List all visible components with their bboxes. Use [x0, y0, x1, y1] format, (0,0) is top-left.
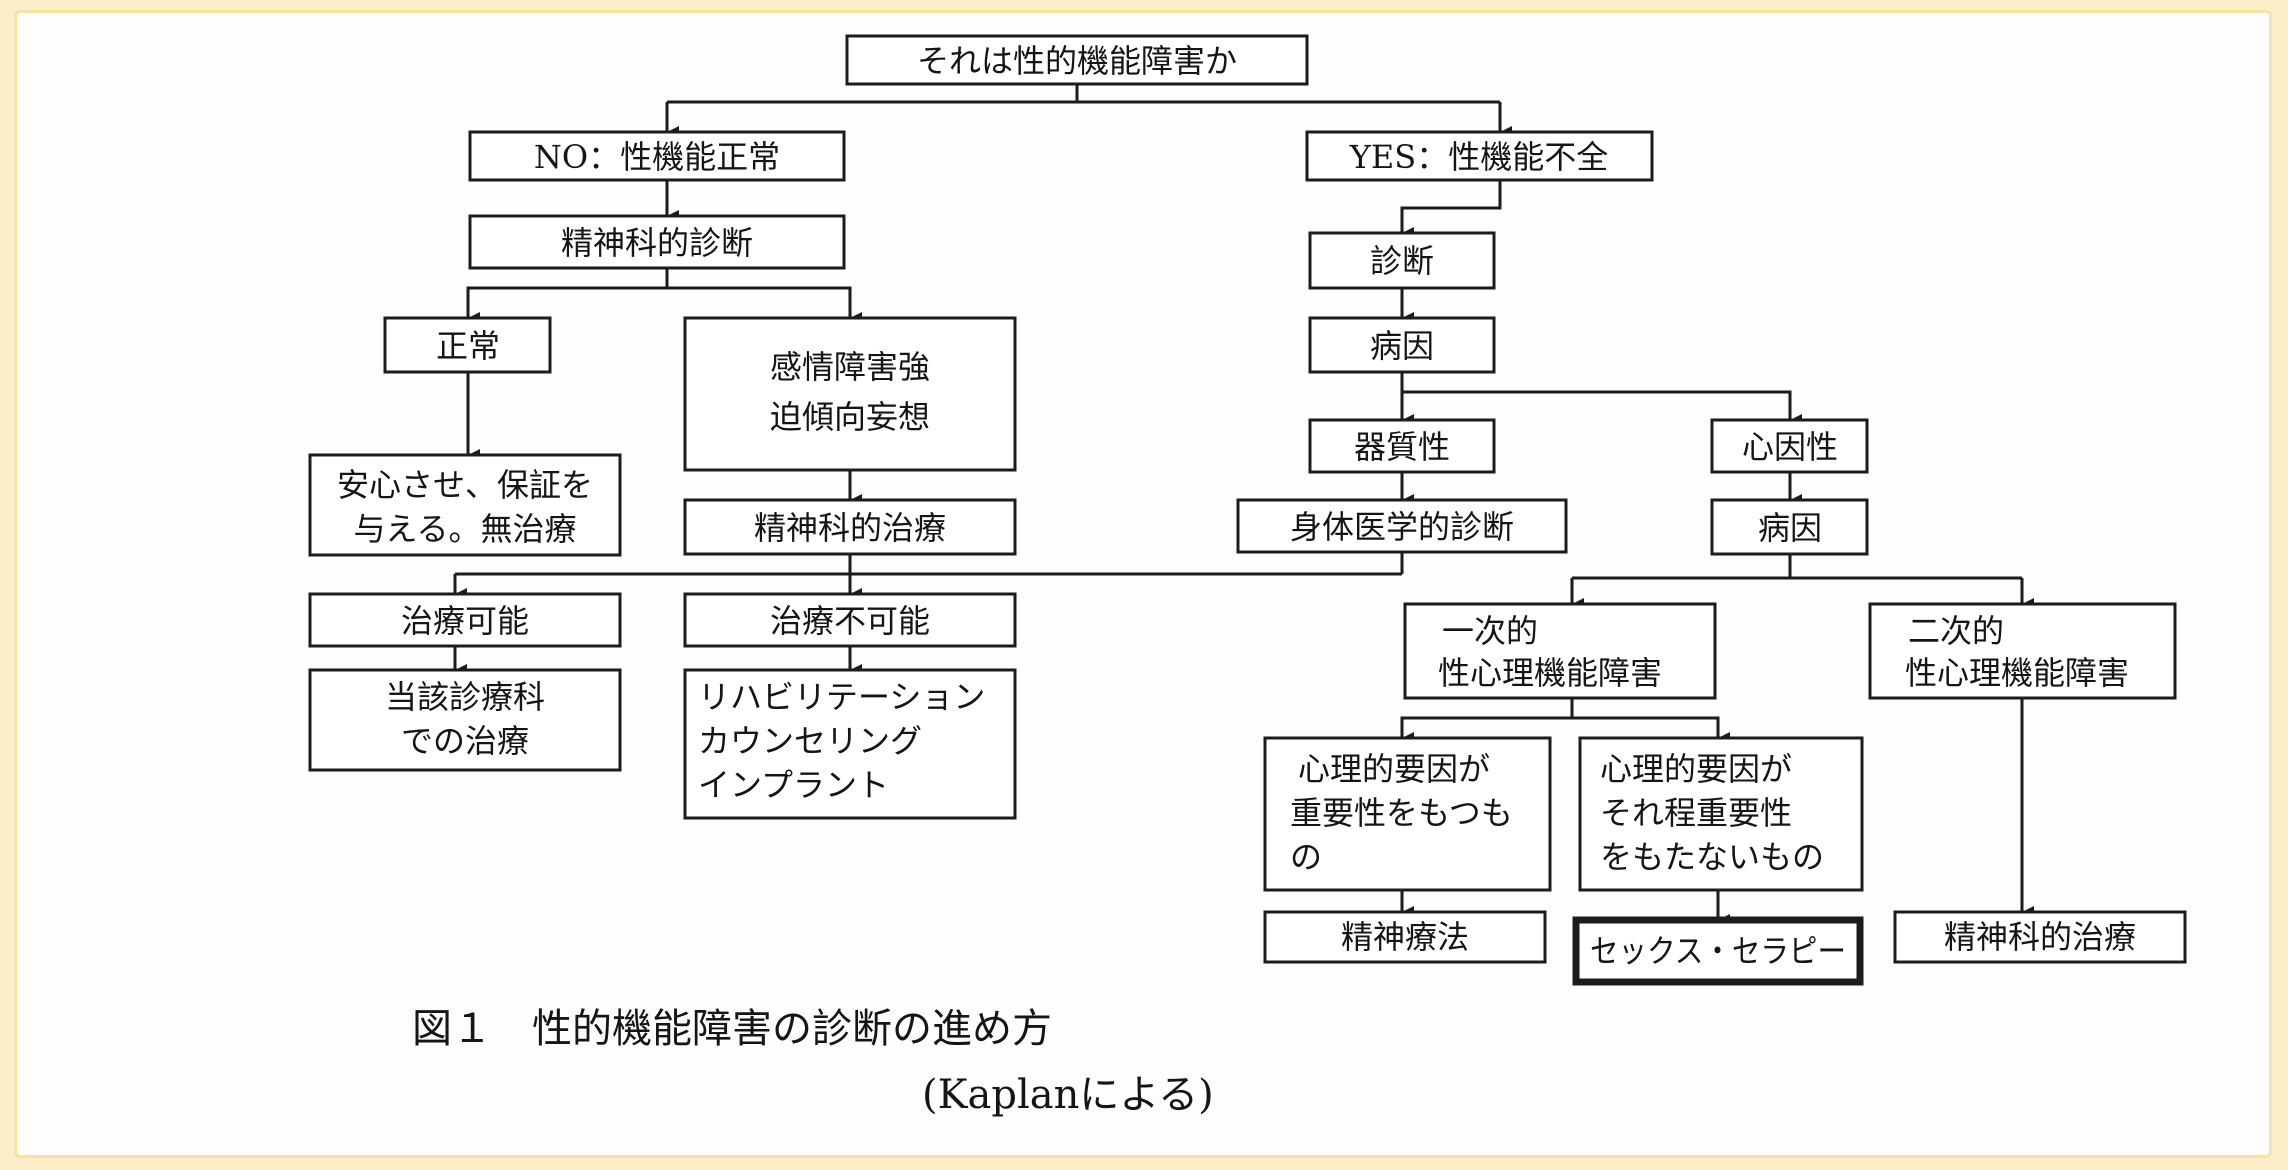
label-sex-therapy: セックス・セラピー	[1590, 932, 1846, 970]
node-important	[1263, 736, 1552, 892]
node-dept-tx	[308, 668, 622, 772]
label-no: NO：性機能正常	[534, 138, 780, 176]
edge-primary-important	[1400, 698, 1574, 744]
labels: それは性的機能障害か NO：性機能正常 YES：性機能不全 精神科的診断 正常 …	[337, 42, 2136, 970]
node-psych-tx1	[683, 498, 1017, 556]
label-not-important-2: それ程重要性	[1600, 794, 1792, 832]
node-organic	[1308, 418, 1496, 474]
label-yes: YES：性機能不全	[1349, 138, 1608, 176]
label-psych-dx: 精神科的診断	[561, 224, 753, 262]
label-treatable: 治療可能	[401, 602, 529, 640]
label-primary-1: 一次的	[1442, 612, 1538, 650]
node-yes	[1305, 130, 1654, 182]
label-important-3: の	[1290, 838, 1322, 876]
node-rehab	[683, 668, 1017, 820]
node-sex-therapy	[1572, 916, 1864, 986]
node-no	[468, 130, 846, 182]
label-organic: 器質性	[1354, 428, 1450, 466]
node-untreatable	[683, 592, 1017, 648]
label-body-dx: 身体医学的診断	[1290, 508, 1514, 546]
label-secondary-1: 二次的	[1908, 612, 2004, 650]
label-affective-2: 迫傾向妄想	[770, 398, 930, 436]
label-dept-tx-1: 当該診療科	[385, 678, 545, 716]
node-reassure	[308, 453, 622, 557]
label-psych-tx1: 精神科的治療	[754, 509, 946, 547]
figure-caption: 図１ 性的機能障害の診断の進め方	[412, 1006, 1052, 1052]
label-rehab-3: インプラント	[698, 766, 889, 804]
label-psychogenic: 心因性	[1742, 428, 1838, 466]
label-cause2: 病因	[1758, 509, 1822, 547]
node-treatable	[308, 592, 622, 648]
node-cause2	[1710, 498, 1869, 556]
label-reassure-2: 与える。無治療	[353, 510, 576, 548]
label-reassure-1: 安心させ、保証を	[337, 466, 593, 504]
label-rehab-1: リハビリテーション	[698, 678, 985, 716]
label-untreatable: 治療不可能	[770, 602, 930, 640]
node-normal	[383, 316, 552, 374]
label-rehab-2: カウンセリング	[698, 722, 922, 760]
node-cause1	[1308, 316, 1496, 374]
edge-cause-psychogenic	[1400, 372, 1802, 426]
label-not-important-1: 心理的要因が	[1600, 750, 1792, 788]
label-affective-1: 感情障害強	[770, 348, 930, 386]
edge-psychdx-affective	[667, 286, 862, 324]
edge-yes-dx	[1400, 180, 1502, 239]
label-dept-tx-2: での治療	[401, 722, 529, 760]
node-psych-dx	[468, 214, 846, 270]
node-psychogenic	[1710, 418, 1869, 474]
figure-source: (Kaplanによる)	[922, 1072, 1214, 1118]
node-dx	[1308, 231, 1496, 290]
node-psych-tx2	[1893, 910, 2187, 964]
node-primary	[1403, 602, 1717, 700]
label-primary-2: 性心理機能障害	[1438, 654, 1662, 692]
node-root	[845, 34, 1309, 86]
edge-psychdx-normal	[466, 268, 669, 324]
node-affective	[683, 316, 1017, 472]
nodes	[308, 34, 2187, 986]
node-not-important	[1578, 736, 1864, 892]
connectors	[453, 84, 2034, 926]
label-psych-tx2: 精神科的治療	[1944, 918, 2136, 956]
edge-primary-notimportant	[1572, 716, 1730, 744]
label-secondary-2: 性心理機能障害	[1905, 654, 2129, 692]
node-secondary	[1868, 602, 2177, 700]
label-dx: 診断	[1370, 242, 1434, 280]
label-root: それは性的機能障害か	[917, 42, 1237, 80]
label-normal: 正常	[436, 327, 500, 365]
figure-frame	[14, 10, 2272, 1158]
node-body-dx	[1236, 498, 1568, 554]
label-important-1: 心理的要因が	[1298, 750, 1490, 788]
label-not-important-3: をもたないもの	[1600, 838, 1824, 876]
label-cause1: 病因	[1370, 327, 1434, 365]
label-psychotherapy: 精神療法	[1341, 918, 1469, 956]
label-important-2: 重要性をもつも	[1290, 794, 1513, 832]
node-psychotherapy	[1263, 910, 1547, 964]
